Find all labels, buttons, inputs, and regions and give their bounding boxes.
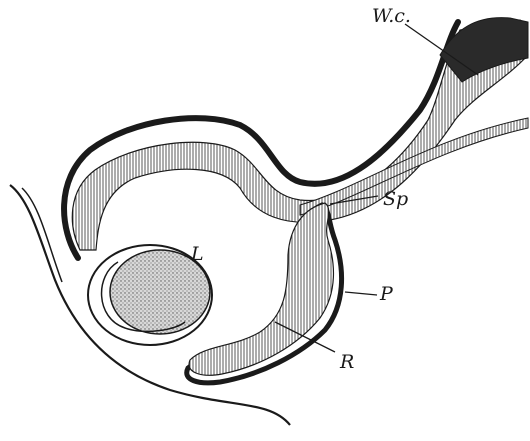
surface-ectoderm-line-2 [22,188,62,282]
optic-stalk-band [300,118,528,215]
label-wc: W.c. [372,5,411,27]
label-sp: Sp [383,188,408,210]
label-p: P [379,283,394,305]
outer-ectoderm-line [64,22,458,258]
p-leader-line [345,292,377,295]
label-r: R [339,351,354,373]
label-l: L [190,243,204,265]
